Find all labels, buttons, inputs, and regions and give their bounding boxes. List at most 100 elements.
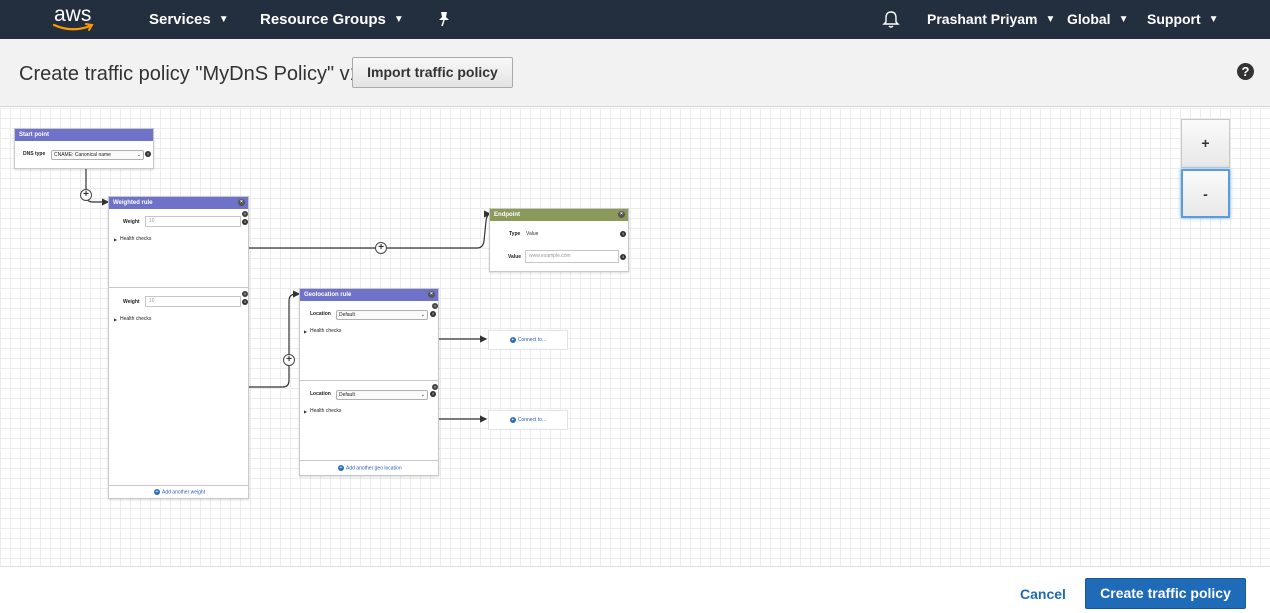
region-menu[interactable]: Global ▼ (1067, 0, 1128, 39)
location-value: Default (339, 312, 355, 318)
endpoint-title-text: Endpoint (494, 212, 520, 218)
info-icon[interactable]: i (620, 254, 626, 260)
remove-weight-icon[interactable]: × (242, 291, 248, 297)
location-select[interactable]: Default ⌄ (336, 310, 428, 320)
services-label: Services (149, 11, 211, 28)
info-icon[interactable]: i (430, 391, 436, 397)
region-label: Global (1067, 11, 1111, 27)
expand-triangle-icon[interactable]: ▶ (114, 317, 118, 322)
chevron-down-icon: ▼ (393, 13, 404, 25)
location-label: Location (310, 311, 331, 317)
pin-icon[interactable] (437, 11, 451, 32)
add-rule-junction[interactable]: + (80, 189, 92, 201)
add-another-geo-location-text: Add another geo location (346, 465, 402, 472)
chevron-down-icon: ▼ (218, 13, 229, 25)
info-icon[interactable]: i (430, 311, 436, 317)
weight-label: Weight (123, 219, 140, 225)
geolocation-rule-node[interactable]: Geolocation rule × × Location Default ⌄ i… (299, 288, 439, 476)
close-icon[interactable]: × (238, 199, 245, 206)
dns-type-label: DNS type (23, 151, 46, 157)
weight-input[interactable]: 10 (145, 296, 241, 307)
wire-weighted-to-geolocation (249, 290, 301, 388)
zoom-out-button[interactable]: - (1181, 169, 1230, 218)
info-icon[interactable]: i (620, 231, 626, 237)
page-header: Create traffic policy "MyDnS Policy" v1 … (0, 39, 1270, 107)
geolocation-rule-title-text: Geolocation rule (304, 292, 352, 298)
help-icon[interactable]: ? (1237, 63, 1254, 80)
connect-to-box[interactable]: +Connect to... (488, 330, 568, 350)
close-icon[interactable]: × (428, 291, 435, 298)
policy-editor-canvas[interactable]: + + + Start point DNS type CNAME: Canoni… (0, 108, 1270, 566)
expand-triangle-icon[interactable]: ▶ (304, 329, 308, 334)
chevron-down-icon: ▼ (1208, 13, 1219, 25)
location-divider (300, 380, 438, 381)
weight-divider (109, 287, 248, 288)
weight-label: Weight (123, 299, 140, 305)
geolocation-rule-title: Geolocation rule × (300, 289, 438, 301)
plus-circle-icon: + (509, 336, 516, 343)
notifications-bell-icon[interactable] (882, 10, 900, 34)
add-location-divider (300, 460, 438, 461)
dns-type-value: CNAME: Canonical name (54, 152, 111, 158)
aws-logo[interactable]: aws (52, 3, 98, 35)
health-checks-toggle[interactable]: Health checks (310, 328, 342, 334)
user-menu[interactable]: Prashant Priyam▼ (927, 0, 1055, 39)
location-select[interactable]: Default⌄ (336, 390, 428, 400)
health-checks-toggle[interactable]: Health checks (310, 408, 342, 414)
location-value: Default (339, 392, 355, 398)
resource-groups-label: Resource Groups (260, 11, 386, 28)
info-icon[interactable]: i (242, 219, 248, 225)
create-traffic-policy-button[interactable]: Create traffic policy (1085, 578, 1246, 609)
remove-weight-icon[interactable]: × (242, 211, 248, 217)
info-icon[interactable]: i (145, 151, 151, 157)
endpoint-type-value: Value (526, 231, 539, 237)
start-point-title: Start point (15, 129, 153, 141)
support-label: Support (1147, 11, 1201, 27)
close-icon[interactable]: × (618, 211, 625, 218)
info-icon[interactable]: i (242, 299, 248, 305)
weighted-rule-node[interactable]: Weighted rule × × Weight 10 i ▶ Health c… (108, 196, 249, 499)
weight-input[interactable]: 10 (145, 216, 241, 227)
import-traffic-policy-button[interactable]: Import traffic policy (352, 57, 513, 88)
services-menu[interactable]: Services ▼ (149, 0, 229, 39)
wire-weighted-to-endpoint (249, 210, 492, 249)
page-title: Create traffic policy "MyDnS Policy" v1 (19, 63, 361, 85)
expand-triangle-icon[interactable]: ▶ (304, 409, 308, 414)
cancel-button[interactable]: Cancel (1020, 586, 1066, 602)
add-another-geo-location-link[interactable]: +Add another geo location (338, 465, 402, 471)
weighted-rule-title-text: Weighted rule (113, 200, 153, 206)
add-another-weight-link[interactable]: +Add another weight (154, 489, 205, 495)
endpoint-node[interactable]: Endpoint × Type Value i Value www.exampl… (489, 208, 629, 272)
support-menu[interactable]: Support ▼ (1147, 0, 1219, 39)
dns-type-select[interactable]: CNAME: Canonical name⌄ (51, 150, 144, 160)
add-rule-junction[interactable]: + (283, 354, 295, 366)
weighted-rule-title: Weighted rule × (109, 197, 248, 209)
location-label: Location (310, 391, 331, 397)
start-point-node[interactable]: Start point DNS type CNAME: Canonical na… (14, 128, 154, 169)
endpoint-title: Endpoint × (490, 209, 628, 221)
aws-logo-text: aws (54, 3, 92, 26)
chevron-down-icon: ⌄ (420, 312, 425, 318)
health-checks-toggle[interactable]: Health checks (120, 236, 152, 242)
plus-circle-icon: + (154, 489, 160, 495)
top-nav-bar: aws Services ▼ Resource Groups ▼ Prashant … (0, 0, 1270, 39)
add-weight-divider (109, 485, 248, 486)
connect-to-text: Connect to... (517, 337, 547, 343)
chevron-down-icon: ▼ (1118, 13, 1129, 25)
zoom-in-button[interactable]: + (1181, 119, 1230, 168)
user-name: Prashant Priyam (927, 11, 1038, 27)
remove-location-icon[interactable]: × (432, 303, 438, 309)
health-checks-toggle[interactable]: Health checks (120, 316, 152, 322)
plus-circle-icon: + (338, 465, 344, 471)
plus-circle-icon: + (509, 416, 516, 423)
add-another-weight-text: Add another weight (162, 489, 206, 496)
resource-groups-menu[interactable]: Resource Groups ▼ (260, 0, 404, 39)
remove-location-icon[interactable]: × (432, 384, 438, 390)
page-footer: Cancel Create traffic policy (0, 566, 1270, 613)
endpoint-value-label: Value (508, 254, 522, 260)
connect-to-box[interactable]: +Connect to... (488, 410, 568, 430)
expand-triangle-icon[interactable]: ▶ (114, 237, 118, 242)
endpoint-value-input[interactable]: www.example.com (525, 250, 619, 263)
add-rule-junction[interactable]: + (375, 242, 387, 254)
connect-to-text: Connect to... (517, 417, 547, 423)
